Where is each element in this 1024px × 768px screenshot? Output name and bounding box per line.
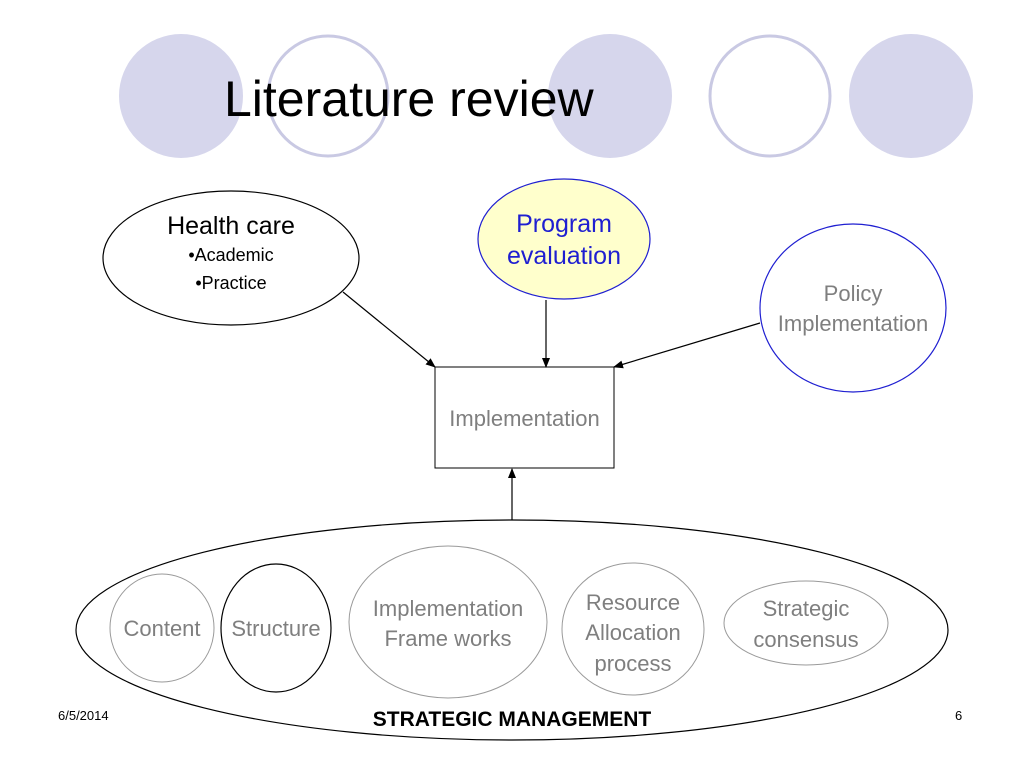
policy-implementation-node (759, 223, 947, 393)
policy-implementation-label-line1: Policy (823, 281, 883, 306)
arrow-health-care-to-implementation (342, 291, 436, 368)
health-care-node (102, 190, 360, 326)
decor-circle-outline (266, 34, 390, 158)
health-care-bullet-practice: •Practice (195, 273, 267, 293)
frameworks-node (348, 545, 548, 699)
structure-label: Structure (231, 616, 321, 641)
decor-circle-filled (119, 34, 243, 158)
consensus-label-line1: Strategic (762, 596, 850, 621)
resource-label-line1: Resource (585, 590, 681, 615)
implementation-box-label: Implementation (449, 406, 600, 431)
decor-circle-filled (548, 34, 672, 158)
content-label: Content (123, 616, 201, 641)
resource-allocation-node (561, 562, 705, 696)
strategic-management-label: STRATEGIC MANAGEMENT (372, 708, 652, 731)
strategic-consensus-node (723, 580, 889, 666)
decorative-header-circles (119, 34, 973, 158)
frameworks-label-line2: Frame works (384, 626, 512, 651)
slide-date: 6/5/2014 (58, 708, 109, 723)
structure-node (220, 563, 332, 693)
arrow-policy-to-implementation (613, 322, 761, 369)
slide-page-number: 6 (955, 708, 963, 723)
consensus-label-line2: consensus (753, 627, 859, 652)
resource-label-line2: Allocation (585, 620, 681, 645)
program-evaluation-node (477, 178, 651, 300)
health-care-heading: Health care (167, 212, 295, 240)
program-evaluation-label-line1: Program (516, 210, 612, 238)
implementation-box (434, 366, 615, 469)
health-care-bullet-academic: •Academic (188, 245, 274, 265)
decor-circle-outline (708, 34, 832, 158)
program-evaluation-label-line2: evaluation (507, 242, 621, 270)
content-node (109, 573, 215, 683)
slide-title: Literature review (224, 71, 594, 127)
policy-implementation-label-line2: Implementation (777, 311, 929, 336)
resource-label-line3: process (594, 651, 672, 676)
decor-circle-filled (849, 34, 973, 158)
frameworks-label-line1: Implementation (372, 596, 524, 621)
